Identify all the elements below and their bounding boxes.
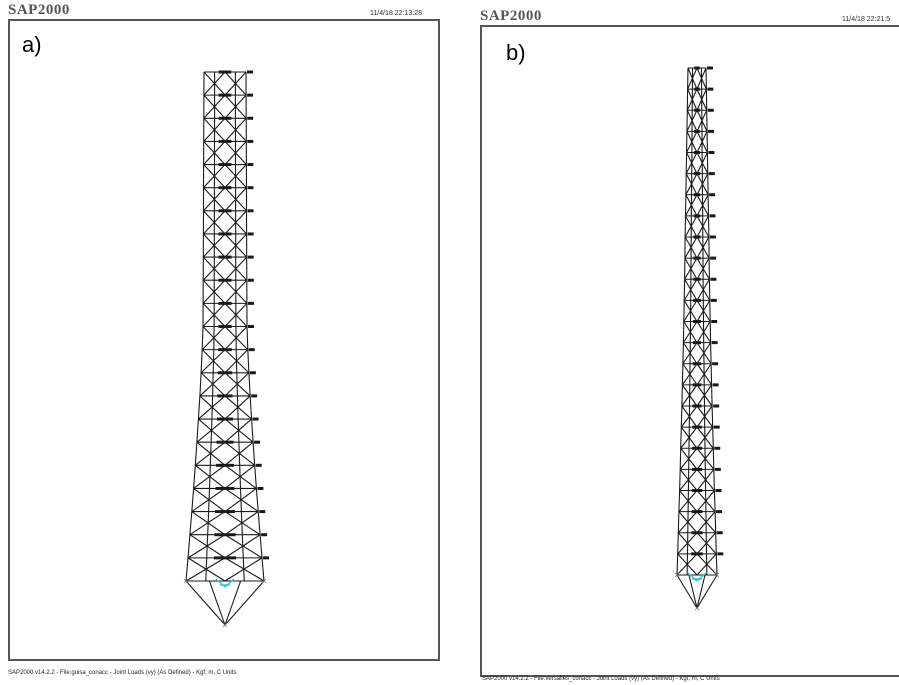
joint-load-markers — [213, 70, 270, 560]
model-view-frame-left[interactable] — [8, 19, 440, 661]
timestamp-left: 11/4/18 22:13:28 — [370, 10, 423, 17]
tower-members — [676, 67, 718, 609]
app-title-left: SAP2000 — [8, 2, 70, 18]
base-joint-markers — [674, 572, 720, 611]
support-symbol — [687, 572, 707, 582]
status-footer-right: SAP2000 v14.2.2 - File:versalles_conacc … — [482, 676, 720, 682]
tower-model-right[interactable] — [480, 25, 899, 677]
panel-label-b: b) — [506, 40, 526, 65]
model-view-frame-right[interactable] — [480, 25, 899, 677]
joint-load-markers — [691, 66, 724, 556]
app-title-right: SAP2000 — [480, 8, 542, 24]
support-symbol — [215, 578, 235, 588]
status-footer-left: SAP2000 v14.2.2 - File:guisa_conacc - Jo… — [8, 670, 237, 676]
tower-members — [185, 71, 265, 626]
tower-model-left[interactable] — [8, 19, 440, 661]
base-joint-markers — [183, 578, 267, 628]
timestamp-right: 11/4/18 22:21:5 — [842, 16, 891, 23]
panel-label-a: a) — [22, 32, 42, 57]
